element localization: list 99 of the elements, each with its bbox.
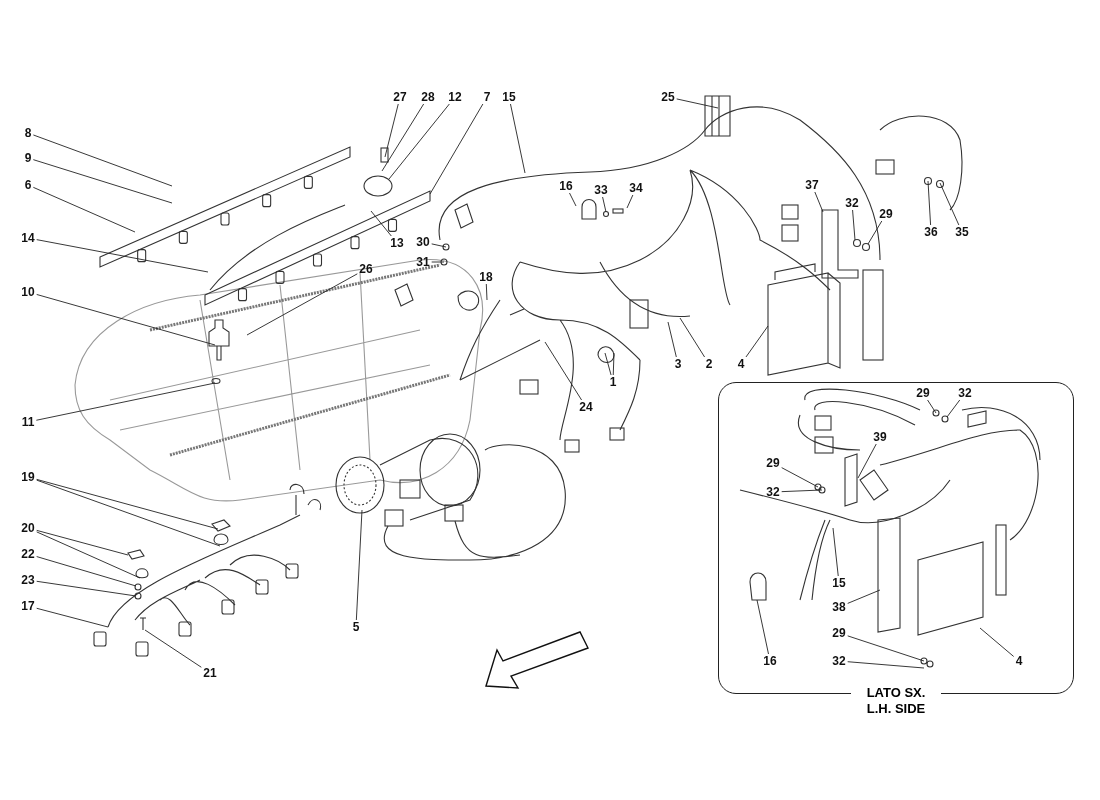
leader-line [745, 325, 769, 358]
leader-line [927, 180, 932, 226]
leader-line [847, 589, 881, 604]
callout-number: 18 [479, 271, 493, 283]
callout-number: 25 [661, 91, 675, 103]
callout-number: 29 [916, 387, 930, 399]
leader-line [604, 352, 612, 376]
callout-number: 31 [416, 256, 430, 268]
leader-line [832, 527, 839, 577]
callout-number: 29 [879, 208, 893, 220]
leader-line [781, 467, 819, 488]
leader-line [36, 556, 137, 587]
leader-line [370, 210, 392, 237]
callout-number: 29 [766, 457, 780, 469]
leader-line [36, 529, 129, 556]
leader-line [847, 635, 925, 662]
leader-line [946, 399, 961, 418]
leader-line [36, 607, 109, 628]
leader-line [814, 191, 824, 213]
callout-number: 17 [21, 600, 35, 612]
callout-number: 19 [21, 471, 35, 483]
leader-line [847, 661, 925, 669]
leader-line [144, 629, 202, 668]
leader-line [36, 479, 221, 547]
leader-line [857, 443, 877, 479]
leader-line [36, 239, 209, 273]
leader-line [429, 103, 484, 195]
leader-line [667, 321, 677, 358]
callout-number: 27 [393, 91, 407, 103]
callout-number: 33 [594, 184, 608, 196]
leader-line [626, 194, 634, 209]
callout-number: 4 [1015, 655, 1023, 667]
callout-number: 32 [958, 387, 972, 399]
leader-line [246, 273, 358, 336]
leader-line [927, 399, 937, 414]
callout-number: 29 [832, 627, 846, 639]
callout-number: 24 [579, 401, 593, 413]
callout-number: 16 [559, 180, 573, 192]
callout-number: 12 [448, 91, 462, 103]
callout-number: 13 [390, 237, 404, 249]
leader-line [612, 352, 615, 376]
leader-line [569, 192, 577, 207]
callout-number: 8 [24, 127, 32, 139]
callout-number: 4 [737, 358, 745, 370]
leader-line [510, 103, 526, 174]
callout-number: 30 [416, 236, 430, 248]
callout-number: 23 [21, 574, 35, 586]
callout-number: 32 [832, 655, 846, 667]
callout-number: 14 [21, 232, 35, 244]
leader-line [679, 317, 706, 358]
callout-number: 10 [21, 286, 35, 298]
callout-number: 26 [359, 263, 373, 275]
leader-line [431, 243, 447, 248]
callout-number: 15 [502, 91, 516, 103]
leader-line [381, 103, 425, 172]
leader-line [32, 186, 136, 233]
callout-number: 39 [873, 431, 887, 443]
callout-number: 16 [763, 655, 777, 667]
callout-number: 2 [705, 358, 713, 370]
callout-number: 15 [832, 577, 846, 589]
leader-line [852, 209, 856, 241]
leader-line [602, 196, 607, 213]
leader-line [676, 98, 719, 109]
leader-line [781, 489, 823, 493]
callout-number: 32 [766, 486, 780, 498]
leader-line [32, 134, 173, 187]
leader-line [384, 103, 399, 158]
callout-number: 20 [21, 522, 35, 534]
callout-number: 38 [832, 601, 846, 613]
leader-line [431, 261, 445, 263]
callout-number: 5 [352, 621, 360, 633]
leader-line [36, 580, 137, 597]
leader-line [36, 294, 216, 346]
callout-number: 9 [24, 152, 32, 164]
leader-line [36, 531, 141, 579]
callout-number: 7 [483, 91, 491, 103]
callout-number: 11 [21, 416, 35, 428]
leader-line [867, 220, 883, 245]
leader-line [355, 509, 363, 621]
leader-line [35, 382, 216, 421]
callout-number: 1 [609, 376, 617, 388]
leader-line [388, 103, 450, 180]
callout-number: 28 [421, 91, 435, 103]
leader-line [756, 599, 769, 655]
callout-number: 34 [629, 182, 643, 194]
leader-line [979, 627, 1015, 657]
callout-number: 36 [924, 226, 938, 238]
callout-number: 3 [674, 358, 682, 370]
callout-number: 37 [805, 179, 819, 191]
leader-line [485, 283, 488, 301]
leader-line [36, 478, 219, 530]
callout-number: 35 [955, 226, 969, 238]
callout-number: 32 [845, 197, 859, 209]
callout-number: 6 [24, 179, 32, 191]
callout-number: 22 [21, 548, 35, 560]
leader-line [939, 182, 960, 226]
callout-number: 21 [203, 667, 217, 679]
leader-line [32, 159, 173, 204]
leader-line [544, 341, 583, 401]
